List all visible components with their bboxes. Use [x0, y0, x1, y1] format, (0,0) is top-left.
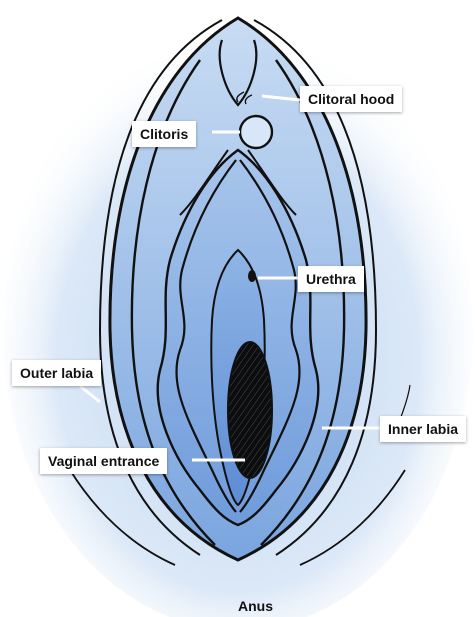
label-vaginal-entrance: Vaginal entrance	[40, 448, 167, 474]
label-inner-labia: Inner labia	[380, 416, 466, 442]
vaginal-opening-shape	[228, 342, 272, 478]
label-clitoral-hood: Clitoral hood	[300, 86, 402, 112]
clitoris-shape	[240, 116, 272, 148]
label-outer-labia: Outer labia	[12, 360, 101, 386]
label-anus: Anus	[238, 598, 273, 614]
label-clitoris: Clitoris	[132, 121, 196, 147]
label-urethra: Urethra	[298, 266, 364, 292]
urethra-shape	[248, 270, 256, 282]
